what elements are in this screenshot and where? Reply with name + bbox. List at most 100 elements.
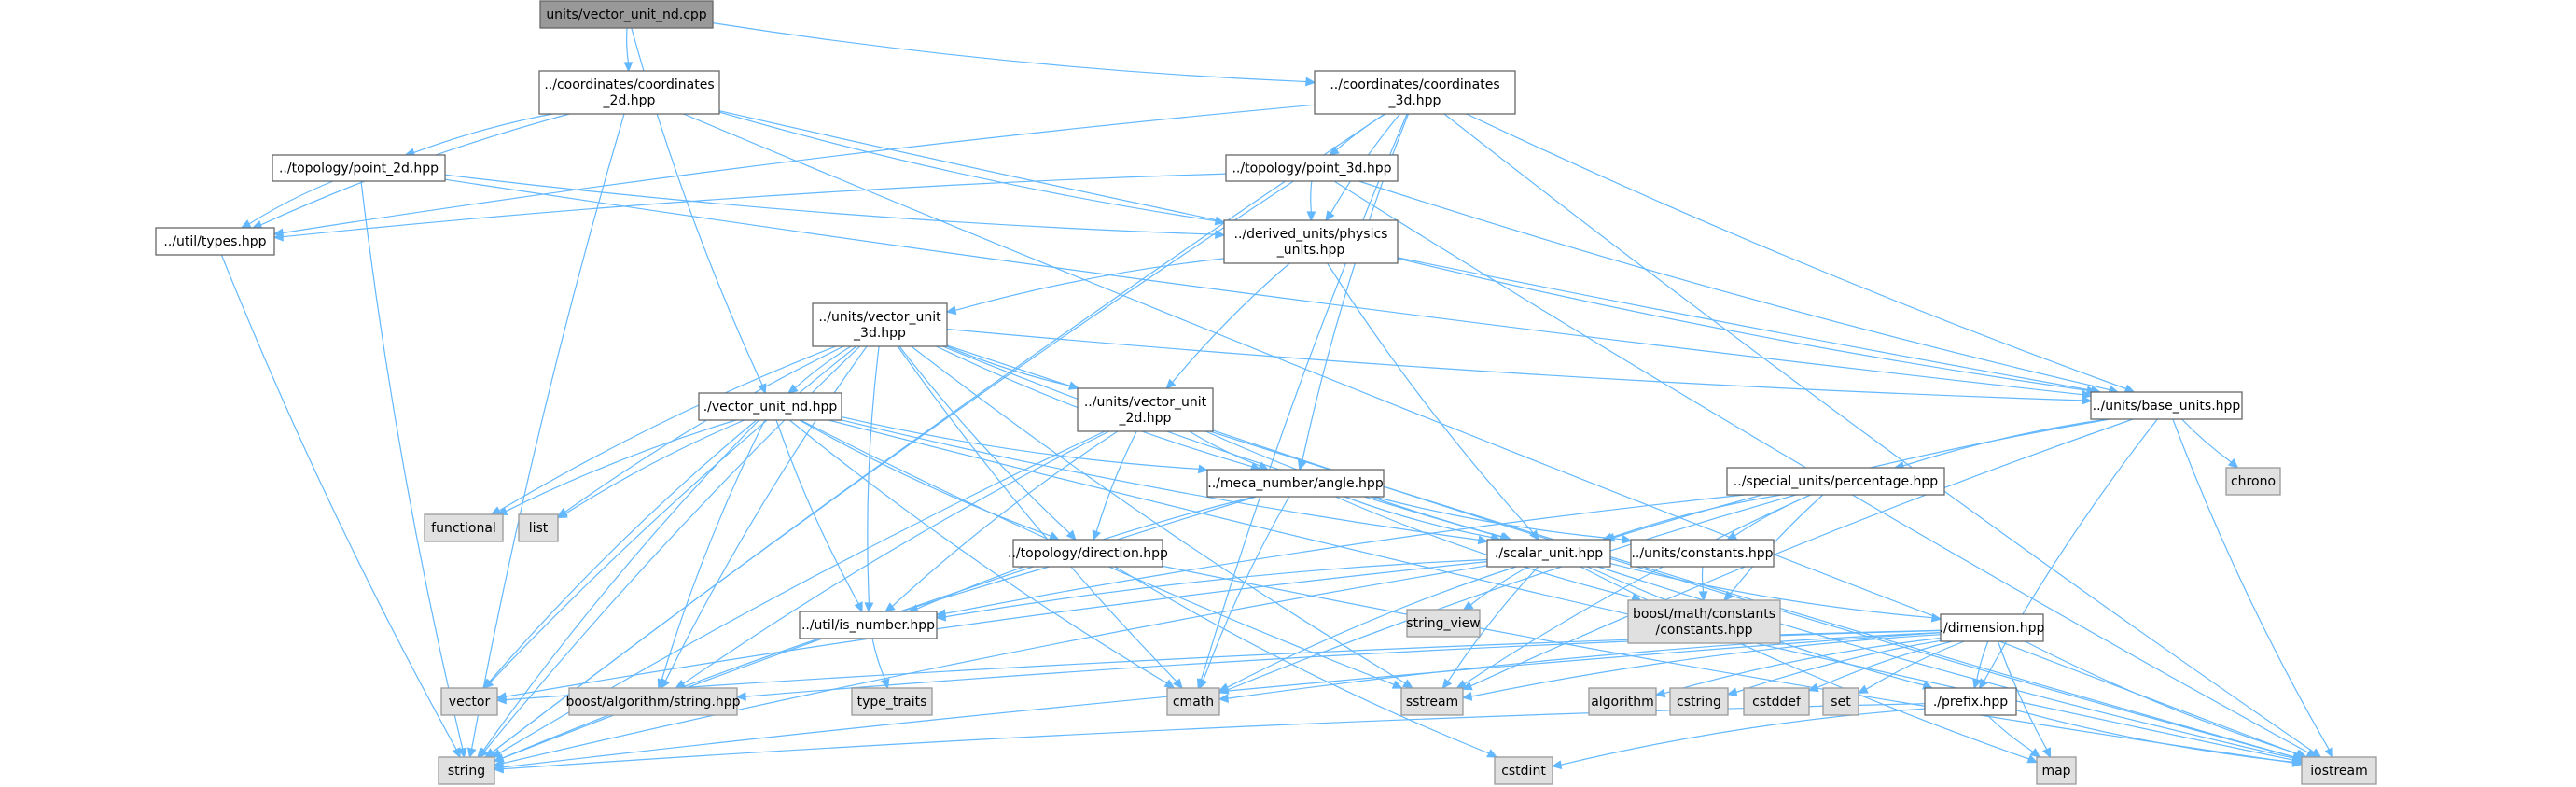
edge-arrowhead xyxy=(556,509,568,519)
edge-layer xyxy=(220,22,2333,774)
edge-arrowhead xyxy=(623,62,634,73)
edge-arrowhead xyxy=(2082,395,2093,405)
edge-line xyxy=(775,419,859,605)
edge-arrowhead xyxy=(477,747,487,759)
edge-arrowhead xyxy=(2026,754,2039,764)
edge-line xyxy=(502,566,1050,759)
edge-scalar-to-isnumber xyxy=(935,558,1488,622)
node-label: ../units/vector_unit xyxy=(818,310,941,325)
edge-arrowhead xyxy=(935,611,947,622)
node-label: sstream xyxy=(1406,695,1458,710)
node-baseunits[interactable]: ../units/base_units.hpp xyxy=(2090,391,2243,420)
node-direction[interactable]: ../topology/direction.hpp xyxy=(1008,539,1168,568)
edge-arrowhead xyxy=(1401,679,1413,689)
edge-arrowhead xyxy=(240,219,252,229)
edge-vund-to-vector xyxy=(481,419,758,690)
node-vu3d[interactable]: ../units/vector_unit_3d.hpp xyxy=(812,302,948,347)
edge-arrowhead xyxy=(1197,464,1209,474)
edge-line xyxy=(898,345,1071,534)
node-box xyxy=(1166,687,1220,716)
node-dimension[interactable]: ./dimension.hpp xyxy=(1940,613,2045,642)
edge-arrowhead xyxy=(1462,600,1474,611)
node-coord2d[interactable]: ../coordinates/coordinates_2d.hpp xyxy=(538,70,720,115)
edge-vu3d-to-vund xyxy=(787,345,852,394)
edge-arrowhead xyxy=(735,692,746,701)
edge-percentage-to-boostconst xyxy=(1722,494,1824,602)
edge-arrowhead xyxy=(2042,747,2052,759)
node-sstream: sstream xyxy=(1400,687,1464,716)
node-scalar[interactable]: ./scalar_unit.hpp xyxy=(1486,539,1611,568)
node-label: ../topology/point_3d.hpp xyxy=(1232,162,1391,176)
edge-arrowhead xyxy=(1698,591,1708,602)
node-vu2d[interactable]: ../units/vector_unit_2d.hpp xyxy=(1077,387,1214,432)
node-box xyxy=(1012,539,1163,568)
node-label: _2d.hpp xyxy=(603,93,656,108)
edge-line xyxy=(1466,113,2127,390)
edge-line xyxy=(488,419,758,683)
node-label: ../topology/direction.hpp xyxy=(1008,546,1168,561)
edge-line xyxy=(871,638,886,681)
edge-arrowhead xyxy=(1065,529,1077,541)
edge-vu3d-to-isnumber xyxy=(864,345,880,613)
edge-dimension-to-prefix xyxy=(1972,640,1989,690)
node-types[interactable]: ../util/types.hpp xyxy=(155,227,275,256)
edge-arrowhead xyxy=(272,232,284,242)
node-box xyxy=(424,513,504,542)
edge-arrowhead xyxy=(854,601,863,613)
edge-vund-to-scalar xyxy=(841,419,1489,545)
node-label: map xyxy=(2041,764,2070,779)
node-label: cstddef xyxy=(1752,695,1802,710)
edge-line xyxy=(502,565,1488,765)
node-coord3d[interactable]: ../coordinates/coordinates_3d.hpp xyxy=(1314,70,1516,115)
node-box xyxy=(1077,387,1214,432)
node-point3d[interactable]: ../topology/point_3d.hpp xyxy=(1225,154,1399,182)
node-box xyxy=(2225,467,2281,496)
edge-vund-to-isnumber xyxy=(775,419,863,613)
node-prefix[interactable]: ./prefix.hpp xyxy=(1924,687,2017,716)
edge-arrowhead xyxy=(1305,77,1316,87)
edge-line xyxy=(944,558,1488,618)
node-cmath: cmath xyxy=(1166,687,1220,716)
edge-direction-to-string xyxy=(493,566,1050,763)
node-layer: units/vector_unit_nd.cpp ../coordinates/c… xyxy=(155,0,2377,785)
node-box xyxy=(1206,469,1385,498)
node-root[interactable]: units/vector_unit_nd.cpp xyxy=(539,0,714,29)
node-label: _3d.hpp xyxy=(1388,93,1441,108)
edge-arrowhead xyxy=(495,695,507,705)
node-box xyxy=(1924,687,2017,716)
node-isnumber[interactable]: ../util/is_number.hpp xyxy=(799,611,938,639)
node-vund[interactable]: ./vector_unit_nd.hpp xyxy=(698,392,842,421)
edge-coord2d-to-point2d xyxy=(404,113,553,158)
node-label: ./vector_unit_nd.hpp xyxy=(703,400,838,415)
edge-arrowhead xyxy=(1218,694,1229,703)
edge-arrowhead xyxy=(1455,680,1468,689)
node-label: units/vector_unit_nd.cpp xyxy=(546,7,706,22)
node-box xyxy=(1314,70,1516,115)
edge-arrowhead xyxy=(1722,590,1734,602)
edge-line xyxy=(1443,113,2315,753)
edge-line xyxy=(444,178,2083,396)
node-box xyxy=(538,70,720,115)
node-percentage[interactable]: ../special_units/percentage.hpp xyxy=(1726,467,1945,496)
node-angle[interactable]: ../meca_number/angle.hpp xyxy=(1206,469,1385,498)
edge-line xyxy=(489,345,857,683)
edge-arrowhead xyxy=(457,747,467,759)
node-point2d[interactable]: ../topology/point_2d.hpp xyxy=(272,154,446,182)
edge-baseunits-to-iostream xyxy=(2172,418,2333,759)
node-constants[interactable]: ../units/constants.hpp xyxy=(1630,539,1775,568)
edge-vu3d-to-sstream xyxy=(911,345,1413,689)
node-map: map xyxy=(2036,756,2077,785)
node-box xyxy=(1588,687,1657,716)
edge-line xyxy=(413,113,553,154)
edge-arrowhead xyxy=(1215,230,1226,239)
edge-vund-to-angle xyxy=(841,416,1209,474)
node-box xyxy=(1486,539,1611,568)
edge-vu3d-to-functional xyxy=(490,345,837,515)
edge-line xyxy=(1344,496,1492,539)
edge-scalar-to-stringview xyxy=(1462,566,1529,611)
edge-vu3d-to-baseunits xyxy=(946,328,2093,405)
edge-line xyxy=(1227,566,1517,688)
node-label: chrono xyxy=(2231,474,2276,489)
node-physics[interactable]: ../derived_units/physics_units.hpp xyxy=(1223,219,1399,264)
edge-line xyxy=(1227,632,1942,699)
